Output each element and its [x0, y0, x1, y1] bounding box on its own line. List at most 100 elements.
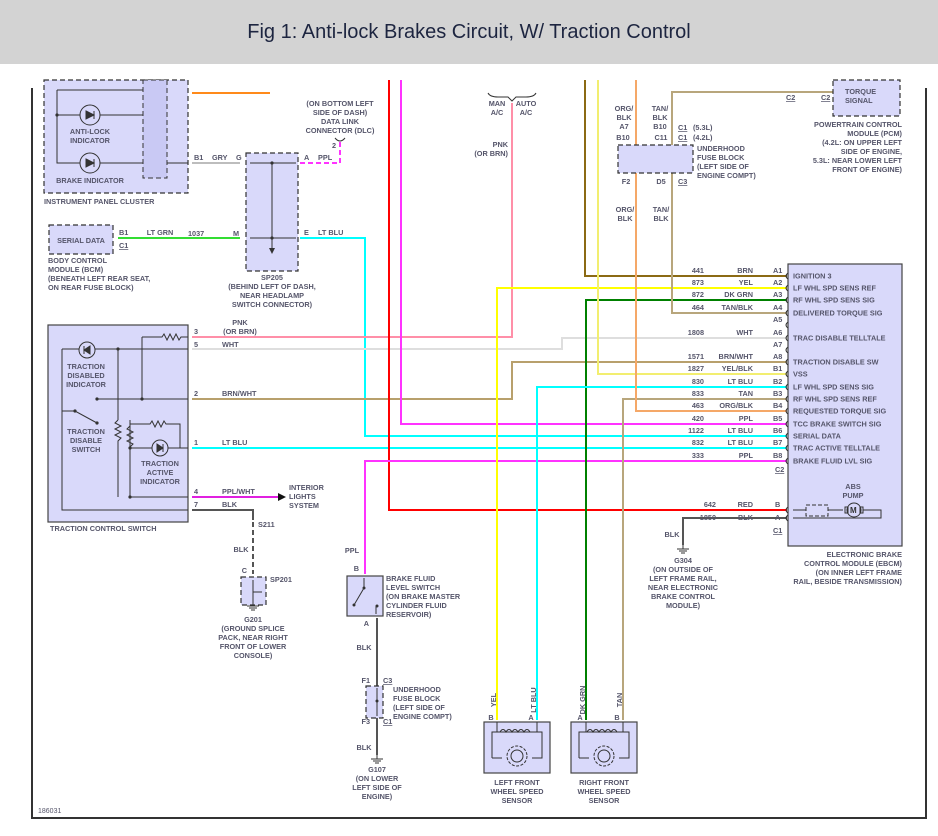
label-org-blk-top-line: ORG/ [615, 104, 634, 113]
label-sp201-c: C [242, 566, 248, 575]
connector-pin-icon [785, 296, 789, 304]
label-tan-blk-bot-line: TAN/ [653, 205, 669, 214]
label-fb-c1-53: C1 [678, 123, 687, 132]
right-front-wheel-speed-sensor [570, 721, 638, 774]
connector-pin-icon [785, 506, 789, 514]
traction-disabled-indicator-lamp-icon [78, 341, 96, 359]
label-bfs-b: B [354, 564, 359, 573]
label-man-ac-line: A/C [491, 108, 504, 117]
instrument-panel-cluster [43, 79, 189, 194]
label-tcs-pnk-line: PNK [232, 318, 248, 327]
label-org-blk-bot-line: BLK [618, 214, 634, 223]
label-tcs-pnk: PNK(OR BRN) [223, 318, 257, 336]
pin-function: RF WHL SPD SENS SIG [793, 296, 875, 305]
wire-ppl-dlc [300, 142, 341, 164]
label-pcm-label-line: POWERTRAIN CONTROL [814, 120, 903, 129]
label-bfs-label-line: BRAKE FLUID [386, 574, 435, 583]
label-sp205-g: G [236, 153, 242, 162]
label-pcm-c2b: C2 [821, 93, 830, 102]
wire-lt-blu-830 [536, 386, 787, 720]
label-tcs-disabled-line: TRACTION [67, 362, 105, 371]
connector-pin-icon [785, 457, 789, 465]
label-ppl-bfs: PPL [345, 546, 360, 555]
label-rf-a: A [577, 713, 583, 722]
label-bcm-label-line: MODULE (BCM) [48, 265, 104, 274]
label-dlc-pin: 2 [332, 141, 336, 150]
label-fb-c11: C11 [655, 133, 668, 142]
label-lt-blu-v: LT BLU [529, 687, 538, 712]
label-tcs-pin7: 7 [194, 500, 198, 509]
figure-id: 186031 [38, 808, 61, 815]
wire-ppl-420 [400, 80, 787, 425]
wire-color: YEL [739, 278, 754, 287]
label-g304-line: G304 [674, 556, 693, 565]
label-tcs-disabled-line: DISABLED [67, 371, 104, 380]
label-rf-b: B [614, 713, 619, 722]
label-bcm-label-line: (BENEATH LEFT REAR SEAT, [48, 274, 150, 283]
pin-id: B7 [773, 438, 782, 447]
connector-pin-icon [785, 395, 789, 403]
label-fb-f2: F2 [622, 177, 631, 186]
pin-id: B4 [773, 401, 783, 410]
wire-pnk [192, 103, 513, 338]
label-sp205-e: E [304, 228, 309, 237]
pin-id: A2 [773, 278, 782, 287]
ac-selector-bracket [487, 92, 537, 102]
connector-pin-icon [785, 309, 789, 317]
label-g304-line: (ON OUTSIDE OF [653, 565, 714, 574]
pin-id: B6 [773, 426, 782, 435]
label-fuse-label-line: (LEFT SIDE OF [697, 162, 749, 171]
wire-color: PPL [739, 414, 754, 423]
pin-id: B3 [773, 389, 782, 398]
label-g304-line: LEFT FRAME RAIL, [649, 574, 716, 583]
label-tcs-name: TRACTION CONTROL SWITCH [50, 524, 156, 533]
pin-id: A4 [773, 303, 783, 312]
label-lf-label-line: SENSOR [502, 796, 534, 805]
connector-pin-icon [785, 284, 789, 292]
pin-id: A1 [773, 266, 782, 275]
pin-id: B8 [773, 451, 782, 460]
label-tcs-ppl-wht: PPL/WHT [222, 487, 255, 496]
label-uf-c3: C3 [383, 676, 392, 685]
wire-blk-tcs [192, 509, 254, 520]
label-g201-line: FRONT OF LOWER [220, 642, 287, 651]
pin-function: TRAC DISABLE TELLTALE [793, 334, 886, 343]
label-uf-f3: F3 [361, 717, 370, 726]
label-pcm-label-line: SIDE OF ENGINE, [841, 147, 902, 156]
label-tcs-switch-line: DISABLE [70, 436, 102, 445]
wire-dk-grn-872 [585, 299, 787, 720]
label-lf-a: A [528, 713, 534, 722]
label-blk-g107: BLK [357, 743, 373, 752]
label-ebcm-label-line: (ON INNER LEFT FRAME [816, 568, 902, 577]
pin-id: A7 [773, 340, 782, 349]
label-interior-line: LIGHTS [289, 492, 316, 501]
wire-color: LT BLU [728, 377, 753, 386]
label-bcm-label-line: ON REAR FUSE BLOCK) [48, 283, 134, 292]
pin-function: BRAKE FLUID LVL SIG [793, 457, 873, 466]
label-c642: 642 [704, 500, 716, 509]
label-bcm-label-line: BODY CONTROL [48, 256, 108, 265]
label-lf-label-line: LEFT FRONT [494, 778, 540, 787]
connector-pin-icon [785, 432, 789, 440]
wire-color: LT BLU [728, 426, 753, 435]
label-pin-b: B [775, 500, 780, 509]
pin-function: TRACTION DISABLE SW [793, 358, 879, 367]
label-ebcm-label-line: RAIL, BESIDE TRANSMISSION) [793, 577, 902, 586]
label-dlc-label-line: SIDE OF DASH) [313, 108, 368, 117]
label-fb-d5: D5 [656, 177, 665, 186]
label-tan-blk-top-line: BLK [653, 113, 669, 122]
brake-fluid-level-switch [346, 575, 384, 617]
